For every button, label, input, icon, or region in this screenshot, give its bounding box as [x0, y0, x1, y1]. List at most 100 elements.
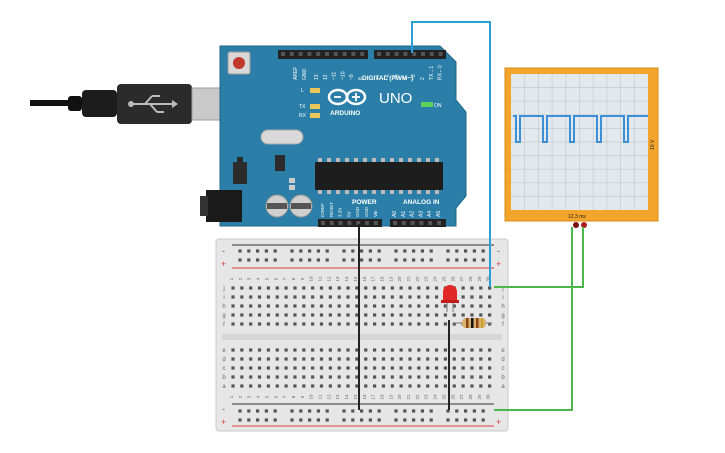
- breadboard-hole[interactable]: [284, 322, 288, 326]
- breadboard-hole[interactable]: [257, 366, 262, 370]
- breadboard-hole[interactable]: [257, 322, 262, 326]
- breadboard-hole[interactable]: [355, 384, 359, 388]
- digital-header-right[interactable]: [374, 50, 446, 59]
- breadboard-hole[interactable]: [319, 375, 324, 379]
- breadboard-hole[interactable]: [238, 258, 242, 262]
- usb-cable[interactable]: [30, 84, 227, 124]
- breadboard-hole[interactable]: [408, 384, 412, 388]
- breadboard-hole[interactable]: [373, 348, 377, 352]
- header-hole[interactable]: [307, 52, 312, 56]
- breadboard-hole[interactable]: [472, 409, 476, 413]
- breadboard-hole[interactable]: [266, 295, 270, 299]
- breadboard-hole[interactable]: [394, 249, 398, 253]
- header-hole[interactable]: [428, 221, 433, 225]
- breadboard-hole[interactable]: [488, 304, 492, 308]
- breadboard-hole[interactable]: [399, 322, 403, 326]
- breadboard-hole[interactable]: [342, 418, 346, 422]
- breadboard-hole[interactable]: [434, 348, 439, 352]
- breadboard-hole[interactable]: [351, 418, 355, 422]
- resistor[interactable]: [453, 318, 492, 328]
- breadboard-hole[interactable]: [479, 348, 483, 352]
- breadboard-hole[interactable]: [488, 313, 492, 317]
- breadboard-hole[interactable]: [399, 304, 403, 308]
- breadboard-hole[interactable]: [420, 249, 424, 253]
- breadboard-hole[interactable]: [472, 249, 476, 253]
- breadboard-hole[interactable]: [264, 249, 268, 253]
- breadboard-hole[interactable]: [337, 304, 341, 308]
- breadboard-hole[interactable]: [266, 366, 270, 370]
- breadboard-hole[interactable]: [452, 357, 456, 361]
- breadboard-hole[interactable]: [311, 304, 315, 308]
- breadboard-hole[interactable]: [231, 366, 235, 370]
- breadboard-hole[interactable]: [364, 375, 368, 379]
- breadboard-hole[interactable]: [446, 409, 450, 413]
- breadboard-hole[interactable]: [420, 258, 424, 262]
- breadboard-hole[interactable]: [364, 295, 368, 299]
- breadboard-hole[interactable]: [364, 348, 368, 352]
- breadboard-hole[interactable]: [470, 366, 474, 370]
- header-hole[interactable]: [298, 52, 303, 56]
- header-hole[interactable]: [410, 221, 415, 225]
- breadboard-hole[interactable]: [443, 366, 447, 370]
- breadboard-hole[interactable]: [302, 357, 306, 361]
- breadboard-hole[interactable]: [231, 295, 235, 299]
- breadboard-hole[interactable]: [481, 249, 485, 253]
- breadboard-hole[interactable]: [238, 409, 242, 413]
- breadboard-hole[interactable]: [373, 286, 377, 290]
- breadboard-hole[interactable]: [231, 286, 235, 290]
- breadboard-hole[interactable]: [488, 295, 492, 299]
- breadboard-hole[interactable]: [368, 409, 372, 413]
- breadboard-hole[interactable]: [429, 249, 433, 253]
- breadboard-hole[interactable]: [249, 357, 253, 361]
- breadboard-hole[interactable]: [257, 286, 262, 290]
- breadboard-hole[interactable]: [266, 313, 270, 317]
- breadboard-hole[interactable]: [403, 249, 407, 253]
- breadboard-hole[interactable]: [408, 304, 412, 308]
- breadboard-hole[interactable]: [364, 366, 368, 370]
- breadboard-hole[interactable]: [299, 418, 303, 422]
- breadboard-hole[interactable]: [284, 384, 288, 388]
- breadboard-hole[interactable]: [249, 384, 253, 388]
- breadboard-hole[interactable]: [328, 375, 332, 379]
- header-hole[interactable]: [421, 52, 425, 56]
- breadboard-hole[interactable]: [355, 304, 359, 308]
- breadboard-hole[interactable]: [368, 418, 372, 422]
- breadboard-hole[interactable]: [231, 322, 235, 326]
- breadboard-hole[interactable]: [360, 418, 364, 422]
- breadboard-hole[interactable]: [390, 384, 394, 388]
- breadboard-hole[interactable]: [240, 313, 244, 317]
- breadboard-hole[interactable]: [293, 384, 297, 388]
- breadboard-hole[interactable]: [316, 258, 320, 262]
- breadboard-hole[interactable]: [328, 366, 332, 370]
- breadboard-hole[interactable]: [293, 295, 297, 299]
- breadboard[interactable]: - + - + - + - + 112233445566778899101011…: [215, 238, 509, 432]
- header-hole[interactable]: [377, 52, 381, 56]
- breadboard-hole[interactable]: [351, 258, 355, 262]
- header-hole[interactable]: [325, 52, 329, 56]
- header-hole[interactable]: [419, 221, 424, 225]
- header-hole[interactable]: [385, 52, 390, 56]
- breadboard-hole[interactable]: [311, 357, 315, 361]
- breadboard-hole[interactable]: [328, 357, 332, 361]
- breadboard-hole[interactable]: [308, 249, 312, 253]
- breadboard-hole[interactable]: [290, 258, 294, 262]
- breadboard-hole[interactable]: [434, 366, 439, 370]
- breadboard-hole[interactable]: [403, 409, 407, 413]
- breadboard-hole[interactable]: [452, 348, 456, 352]
- breadboard-hole[interactable]: [302, 348, 306, 352]
- breadboard-hole[interactable]: [311, 313, 315, 317]
- breadboard-hole[interactable]: [249, 348, 253, 352]
- breadboard-hole[interactable]: [417, 366, 421, 370]
- breadboard-hole[interactable]: [240, 322, 244, 326]
- breadboard-hole[interactable]: [284, 313, 288, 317]
- breadboard-hole[interactable]: [470, 304, 474, 308]
- breadboard-hole[interactable]: [328, 286, 332, 290]
- breadboard-hole[interactable]: [273, 258, 277, 262]
- breadboard-hole[interactable]: [446, 418, 450, 422]
- breadboard-hole[interactable]: [412, 258, 416, 262]
- header-hole[interactable]: [333, 52, 338, 56]
- wire-led-to-scope-positive[interactable]: [494, 227, 584, 288]
- breadboard-hole[interactable]: [275, 295, 279, 299]
- breadboard-hole[interactable]: [408, 366, 412, 370]
- breadboard-hole[interactable]: [249, 304, 253, 308]
